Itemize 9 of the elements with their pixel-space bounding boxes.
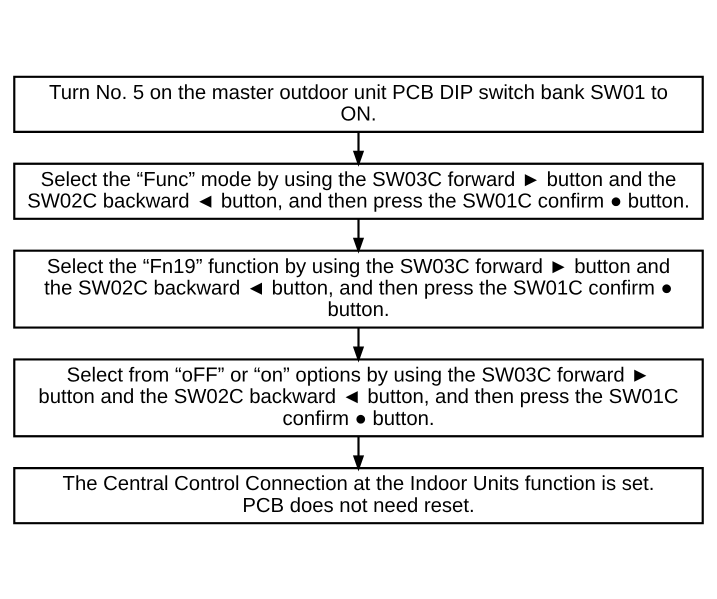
node-box: Select from “oFF” or “on” options by using the SW03C forward ► button and the SW02C backward ◄ button, and then press the SW01C confirm ● button.: [13, 358, 704, 437]
arrow: [352, 436, 364, 471]
node-box: Select the “Fn19” function by using the SW03C forward ► button and the SW02C backward ◄ button, and then press the SW01C confirm ● button.: [13, 249, 704, 328]
node-box: The Central Control Connection at the Indoor Units function is set. PCB does not need reset.: [13, 466, 704, 524]
node-box: Select the “Func” mode by using the SW03C forward ► button and the SW02C backward ◄ button, and then press the SW01C confirm ● button.: [13, 162, 704, 220]
arrow: [352, 131, 364, 166]
node-box: Turn No. 5 on the master outdoor unit PCB DIP switch bank SW01 to ON.: [13, 75, 704, 132]
arrow: [352, 327, 364, 362]
arrow: [352, 218, 364, 254]
